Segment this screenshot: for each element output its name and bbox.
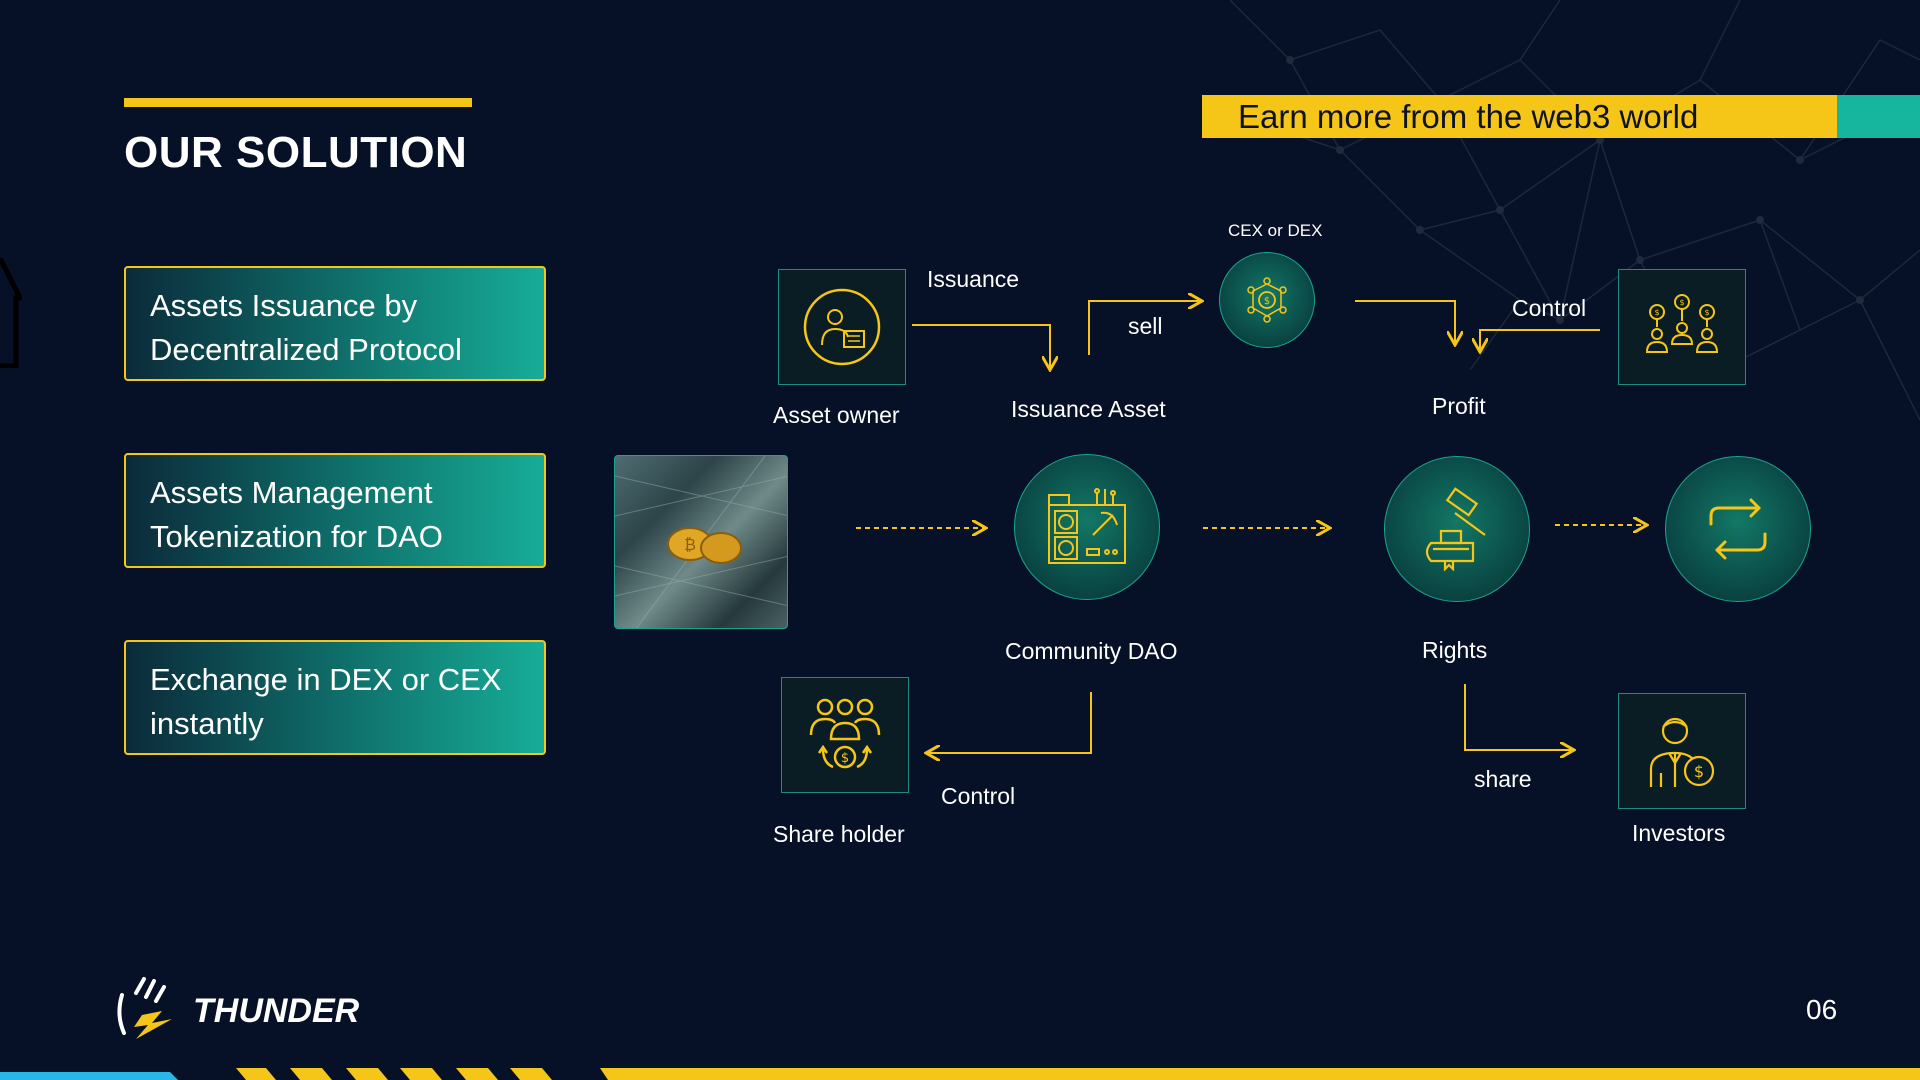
issuance-asset-label: Issuance Asset [1011, 396, 1166, 422]
feature-line: Assets Management [150, 475, 433, 510]
share-holder-node: $ [781, 677, 909, 793]
cex-dex-node: $ [1219, 252, 1315, 348]
svg-text:$: $ [1654, 308, 1659, 317]
issuance-edge-label: Issuance [927, 266, 1020, 292]
cex-dex-label: CEX or DEX [1228, 221, 1323, 240]
svg-text:₿: ₿ [684, 535, 696, 554]
tagline-accent [1837, 95, 1920, 138]
rights-node [1384, 456, 1530, 602]
coins-image-graphic: ₿ [615, 456, 787, 628]
feature-line: Exchange in DEX or CEX [150, 662, 502, 697]
svg-text:$: $ [1679, 298, 1684, 307]
profit-label: Profit [1432, 393, 1486, 419]
control-bottom-edge-label: Control [941, 783, 1016, 809]
feature-line: Tokenization for DAO [150, 519, 443, 554]
feature-card-management: Assets Management Tokenization for DAO [124, 453, 546, 568]
investors-node: $ [1618, 693, 1746, 809]
asset-owner-label: Asset owner [773, 402, 900, 428]
connector-control-top [1480, 329, 1600, 350]
svg-text:$: $ [1694, 762, 1704, 781]
connector-sell [1088, 301, 1200, 355]
person-document-icon [803, 288, 881, 366]
share-edge-label: share [1474, 766, 1532, 792]
exchange-node [1665, 456, 1811, 602]
page-number: 06 [1806, 994, 1838, 1025]
exchange-arrows-icon [1709, 498, 1767, 560]
community-dao-label: Community DAO [1005, 638, 1178, 664]
asset-owner-node [778, 269, 906, 385]
tagline-banner [1202, 95, 1837, 138]
connector-to-profit [1355, 300, 1455, 343]
thunder-logo-icon [117, 977, 172, 1039]
feature-card-exchange: Exchange in DEX or CEX instantly [124, 640, 546, 755]
feature-card-issuance: Assets Issuance by Decentralized Protoco… [124, 266, 546, 381]
feature-line: instantly [150, 706, 264, 741]
mining-rig-icon [1048, 488, 1126, 564]
house-icon [0, 258, 22, 368]
network-coin-icon: $ [1247, 277, 1287, 323]
connector-issuance [912, 324, 1050, 368]
feature-line: Assets Issuance by [150, 288, 418, 323]
page-title: OUR SOLUTION [124, 128, 468, 177]
rights-label: Rights [1422, 637, 1488, 663]
connector-share [1464, 684, 1572, 750]
feature-line: Decentralized Protocol [150, 332, 462, 367]
gavel-icon [1425, 487, 1486, 571]
share-holder-label: Share holder [773, 821, 905, 847]
svg-text:$: $ [1704, 308, 1709, 317]
shareholder-group-icon: $ [809, 698, 881, 769]
investor-group-icon: $ $ $ [1645, 294, 1719, 353]
tagline-text: Earn more from the web3 world [1238, 98, 1699, 135]
investor-group-node: $ $ $ [1618, 269, 1746, 385]
coins-on-banknotes-image: ₿ [614, 455, 788, 629]
community-dao-node [1014, 454, 1160, 600]
control-top-edge-label: Control [1512, 295, 1587, 321]
brand-name: THUNDER [193, 992, 360, 1030]
connector-control-bottom [928, 692, 1092, 753]
svg-text:$: $ [1264, 296, 1270, 307]
title-accent-bar [124, 98, 472, 107]
sell-edge-label: sell [1128, 313, 1163, 339]
svg-text:$: $ [841, 751, 849, 766]
investor-icon: $ [1649, 717, 1715, 787]
investors-label: Investors [1632, 820, 1726, 846]
